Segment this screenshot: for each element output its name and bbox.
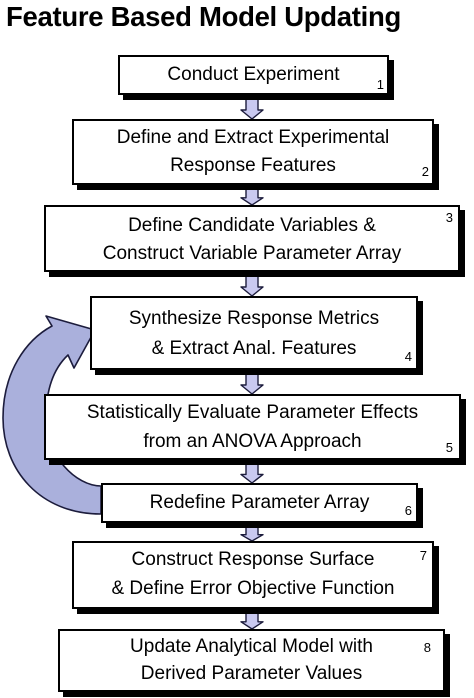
down-arrow-3: [240, 275, 264, 297]
step-8-line-1: Update Analytical Model with: [130, 636, 373, 657]
down-arrow-6: [240, 526, 264, 542]
step-5-line-2: from an ANOVA Approach: [143, 431, 362, 452]
step-1-number: 1: [376, 77, 384, 92]
step-3-line-1: Define Candidate Variables &: [128, 215, 376, 236]
step-5-number: 5: [445, 440, 453, 455]
step-4-line-2: & Extract Anal. Features: [151, 338, 357, 359]
step-1-line-1: Conduct Experiment: [167, 64, 340, 85]
step-3-line-2: Construct Variable Parameter Array: [102, 243, 402, 264]
step-box-1: Conduct Experiment 1: [118, 55, 389, 95]
step-box-5: Statistically Evaluate Parameter Effects…: [44, 394, 461, 460]
step-7-line-2: & Define Error Objective Function: [111, 578, 395, 599]
step-3-number: 3: [445, 210, 453, 225]
down-arrows: [240, 98, 264, 630]
down-arrow-4: [240, 373, 264, 395]
down-arrow-1: [240, 98, 264, 120]
down-arrow-2: [240, 188, 264, 206]
step-box-7: Construct Response Surface & Define Erro…: [72, 541, 434, 609]
step-2-number: 2: [421, 164, 429, 179]
step-7-number: 7: [419, 548, 427, 563]
step-4-number: 4: [404, 349, 412, 364]
step-6-number: 6: [404, 503, 412, 518]
step-box-3: Define Candidate Variables & Construct V…: [44, 205, 460, 272]
step-2-line-2: Response Features: [170, 155, 336, 176]
step-4-line-1: Synthesize Response Metrics: [128, 308, 380, 329]
step-box-4: Synthesize Response Metrics & Extract An…: [90, 296, 418, 370]
step-box-8: Update Analytical Model with Derived Par…: [58, 629, 445, 692]
step-8-line-2: Derived Parameter Values: [140, 663, 363, 684]
step-box-2: Define and Extract Experimental Response…: [72, 119, 434, 185]
down-arrow-7: [240, 612, 264, 630]
step-box-6: Redefine Parameter Array 6: [101, 483, 418, 523]
step-2-line-1: Define and Extract Experimental: [116, 127, 390, 148]
step-7-line-1: Construct Response Surface: [131, 549, 375, 570]
step-5-line-1: Statistically Evaluate Parameter Effects: [86, 402, 419, 423]
diagram-title: Feature Based Model Updating: [6, 1, 401, 32]
step-8-number: 8: [423, 640, 431, 655]
step-6-line-1: Redefine Parameter Array: [149, 492, 370, 513]
down-arrow-5: [240, 463, 264, 484]
